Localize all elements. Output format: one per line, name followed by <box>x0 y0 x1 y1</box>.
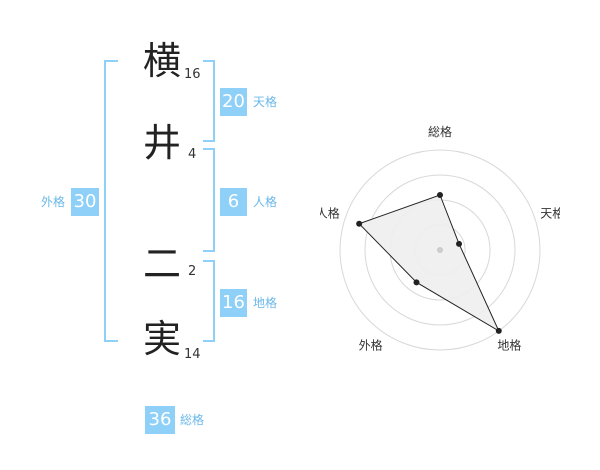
jinkaku-label: 人格 <box>253 195 278 209</box>
radar-point <box>413 279 420 286</box>
jinkaku-value: 6 <box>220 188 247 216</box>
radar-axis-label: 外格 <box>359 337 383 352</box>
radar-axis-label: 天格 <box>540 206 560 221</box>
radar-point <box>495 327 502 334</box>
radar-point <box>437 192 443 198</box>
radar-ring <box>339 149 541 351</box>
name-char-4: 実 <box>143 317 182 361</box>
gaikaku-label: 外格 <box>41 195 66 209</box>
radar-points <box>356 192 502 334</box>
stroke-count-3: 2 <box>188 264 197 279</box>
radar-area <box>358 194 500 333</box>
chikaku-bracket <box>203 260 215 342</box>
gaikaku-bracket <box>104 60 118 342</box>
gaikaku-value: 30 <box>71 188 99 216</box>
stroke-count-1: 16 <box>184 67 201 82</box>
tenkaku-value: 20 <box>220 88 247 116</box>
name-char-3: 二 <box>143 242 182 286</box>
stroke-count-4: 14 <box>184 347 201 362</box>
soukaku-label: 総格 <box>180 413 205 427</box>
radar-axis-label: 地格 <box>497 337 521 352</box>
name-char-1: 横 <box>143 39 182 83</box>
radar-ring <box>364 174 516 326</box>
radar-axis-label: 人格 <box>320 206 340 221</box>
radar-center <box>437 247 443 253</box>
radar-point <box>456 240 463 247</box>
soukaku-value: 36 <box>145 406 175 434</box>
stroke-count-2: 4 <box>188 147 197 162</box>
tenkaku-label: 天格 <box>253 95 278 109</box>
radar-point <box>356 220 363 227</box>
chikaku-label: 地格 <box>253 296 278 310</box>
jinkaku-bracket <box>203 148 215 252</box>
radar-axis-label: 総格 <box>428 124 452 139</box>
name-char-2: 井 <box>143 121 182 165</box>
chikaku-value: 16 <box>220 289 247 317</box>
tenkaku-bracket <box>203 60 215 142</box>
